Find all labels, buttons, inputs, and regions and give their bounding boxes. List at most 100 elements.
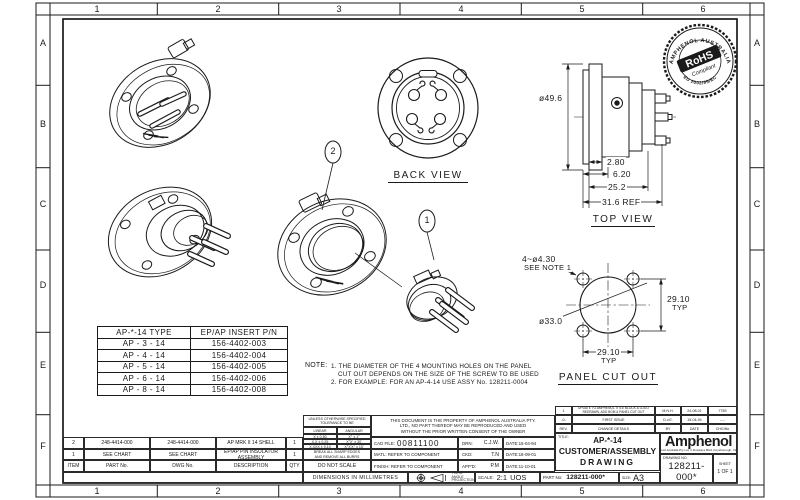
table-row: AP - 8 - 14 156-4402-008 <box>97 383 288 396</box>
size-value: A3 <box>633 472 645 483</box>
property-note-line1: THIS DOCUMENT IS THE PROPERTY OF AMPHENO… <box>390 417 536 423</box>
bom-qty-cell: 1 <box>286 437 303 449</box>
projection-cell: THIRD ANGLE PROJECTION <box>408 472 475 483</box>
grid-row-label: A <box>753 38 760 48</box>
units-note: DIMENSIONS IN MILLIMETRES <box>303 472 408 483</box>
revision-rev-cell: 1 <box>555 406 572 415</box>
grid-row-label: C <box>39 199 47 209</box>
dim-pitch-horizontal-typ: TYP <box>600 356 618 365</box>
exploded-insert-pins <box>429 287 475 333</box>
grid-col-label: 5 <box>579 486 585 496</box>
grid-col-label: 3 <box>336 486 342 496</box>
dim-pitch-horizontal: 29.10 <box>596 347 621 357</box>
property-note-line2: LTD., NO PART THEREOF MAY BE REPRODUCED … <box>399 423 527 429</box>
insert-type-cell: AP - 8 - 14 <box>97 383 191 396</box>
insert-pn-cell: 156-4402-004 <box>190 349 288 362</box>
amphenol-address: Amphenol Australia Pty Ltd, 2 Fiveways B… <box>660 448 737 453</box>
revision-header-by: BY <box>655 424 681 433</box>
sheet-value: 1 OF 1 <box>717 469 733 476</box>
tolerance-linear-header: LINEAR <box>303 427 337 434</box>
bom-header-qty: QTY <box>286 460 303 472</box>
note-label: NOTE: <box>305 362 328 369</box>
ckd-label: CKD: <box>462 452 473 457</box>
grid-col-label: 5 <box>579 4 585 14</box>
insert-type-cell: AP - 6 - 14 <box>97 372 191 385</box>
break-edges-line2: AND REMOVE ALL BURRS <box>314 454 360 459</box>
scale-cell: SCALE: 2:1 UOS <box>475 472 540 483</box>
bom-item-cell: 1 <box>63 449 84 460</box>
cad-file-cell: CAD FILE: 00811100 <box>371 437 458 449</box>
title-line-2: CUSTOMER/ASSEMBLY <box>558 446 657 457</box>
drn-label: DRN: <box>462 440 473 446</box>
grid-row-label: E <box>39 360 46 370</box>
table-row: AP - 3 - 14 156-4402-003 <box>97 337 288 350</box>
dim-mounting-holes: 4~ø4.30 <box>521 254 557 264</box>
grid-row-label: B <box>39 119 46 129</box>
top-view-drawing <box>574 63 676 171</box>
note-line-1: 1. THE DIAMETER OF THE 4 MOUNTING HOLES … <box>331 363 532 370</box>
dim-see-note: SEE NOTE 1 <box>523 263 573 272</box>
back-view-label: BACK VIEW <box>388 170 468 183</box>
tolerance-value: X.X ± 0.25 <box>303 439 337 444</box>
insert-pn-cell: 156-4402-008 <box>190 383 288 396</box>
bom-dwgno-cell: 248-4414-000 <box>150 437 216 449</box>
approved-by-cell: APP'D: P.M <box>458 460 503 472</box>
grid-col-label: 4 <box>458 4 464 14</box>
revision-change-line2: REDRAWN, ADD BOM & PANEL CUT OUT <box>582 409 645 414</box>
tolerance-value: X°X'X" ± 15' <box>337 444 371 449</box>
approved-date-cell: DATE:11-10-01 <box>503 460 555 472</box>
grid-col-label: 6 <box>700 4 706 14</box>
insert-table-header-row: AP-*-14 TYPE EP/AP INSERT P/N <box>97 326 288 339</box>
part-no-value: 128211-000* <box>566 474 605 481</box>
insert-type-cell: AP - 3 - 14 <box>97 337 191 350</box>
dim-6-20: 6.20 <box>612 169 632 179</box>
part-number-cell: PART No: 128211-000* <box>540 472 619 483</box>
drawn-by-cell: DRN: C.J.W. <box>458 437 503 449</box>
material-cell: MATL: REFER TO COMPONENT <box>371 449 458 460</box>
grid-row-label: D <box>753 280 761 290</box>
bom-header-dwgno: DWG No. <box>150 460 216 472</box>
bom-qty-cell: 1 <box>286 449 303 460</box>
revision-rev-cell: -0- <box>555 415 572 424</box>
amphenol-logo-cell: Amphenol Amphenol Australia Pty Ltd, 2 F… <box>660 433 737 454</box>
grid-col-label: 1 <box>94 4 100 14</box>
insert-type-cell: AP - 5 - 14 <box>97 360 191 373</box>
revision-header-change: CHANGE DETAILS <box>572 424 655 433</box>
grid-col-label: 2 <box>215 486 221 496</box>
balloon-2-number: 2 <box>330 146 336 156</box>
revision-header-rev: REV. <box>555 424 572 433</box>
grid-col-label: 3 <box>336 4 342 14</box>
cad-file-label: CAD FILE: <box>374 440 395 446</box>
tolerance-heading: UNLESS OTHERWISE SPECIFIED TOLERANCE TO … <box>303 415 371 427</box>
tolerance-value: X° ± 1° <box>337 434 371 439</box>
revision-header-chg: CHG/No <box>708 424 737 433</box>
bom-item-cell: 2 <box>63 437 84 449</box>
grid-row-label: B <box>753 119 760 129</box>
table-row: AP - 4 - 14 156-4402-004 <box>97 349 288 362</box>
appd-value: P.M <box>490 463 499 469</box>
grid-row-label: E <box>753 360 760 370</box>
title-block: 2 248-4414-000 248-4414-000 AP MRK II 14… <box>63 405 737 483</box>
insert-pn-cell: 156-4402-005 <box>190 360 288 373</box>
bom-empty-strip <box>63 472 303 483</box>
property-note: THIS DOCUMENT IS THE PROPERTY OF AMPHENO… <box>371 415 555 437</box>
dim-25-2: 25.2 <box>607 182 627 192</box>
grid-row-label: F <box>40 441 46 451</box>
revision-header-date: DATE <box>681 424 708 433</box>
drawing-title-cell: TITLE: AP-*-14 CUSTOMER/ASSEMBLY DRAWING <box>555 433 660 471</box>
bom-description-cell: EP/AP PIN INSULATOR ASSEMBLY <box>216 449 286 460</box>
sheet-cell: SHEET 1 OF 1 <box>713 454 737 483</box>
bom-header-description: DESCRIPTION <box>216 460 286 472</box>
bom-partno-cell: 248-4414-000 <box>84 437 150 449</box>
break-edges-note: BREAK ALL SHARP EDGES AND REMOVE ALL BUR… <box>303 449 371 460</box>
tolerance-heading-line2: TOLERANCE TO BE <box>320 421 354 425</box>
checked-date-cell: DATE:18-09-01 <box>503 449 555 460</box>
bom-header-partno: PART No. <box>84 460 150 472</box>
title-line-1: AP-*-14 <box>593 435 622 445</box>
tolerance-value: X°X' ± 30' <box>337 439 371 444</box>
appd-label: APP'D: <box>462 463 477 469</box>
insert-table-header-pn: EP/AP INSERT P/N <box>190 326 288 339</box>
tolerance-angular-header: ANGULAR <box>337 427 371 434</box>
drawing-no-value: 128211-000* <box>668 460 705 483</box>
